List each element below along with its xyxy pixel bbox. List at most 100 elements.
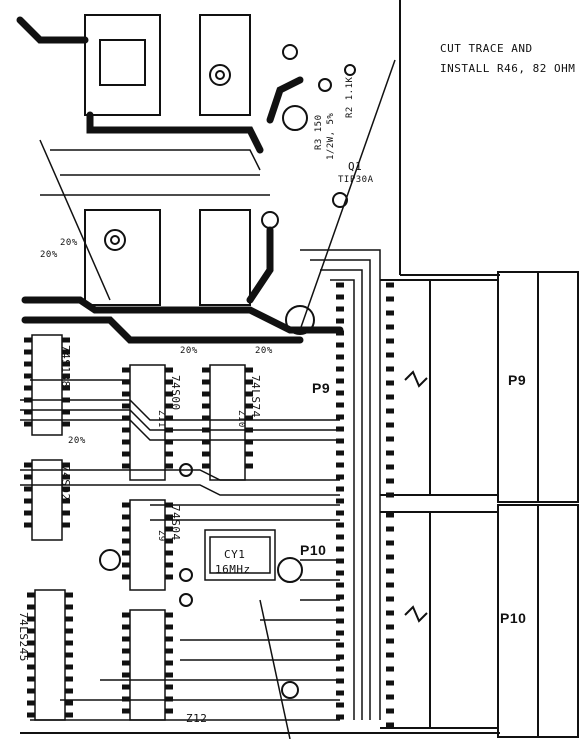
- ic-pad: [27, 640, 35, 646]
- ic-pad: [336, 546, 344, 552]
- ic-pad: [386, 338, 394, 344]
- ic-pad: [336, 306, 344, 312]
- ic-pad: [27, 628, 35, 634]
- ic-pad: [62, 385, 70, 391]
- ic-pad: [202, 415, 210, 421]
- ic-pad: [122, 379, 130, 385]
- ic-pad: [336, 450, 344, 456]
- r3-label: R3 150: [314, 114, 324, 150]
- ic-pad: [245, 367, 253, 373]
- ic-pad: [165, 451, 173, 457]
- ic-pad: [336, 402, 344, 408]
- z8-pct-label: 20%: [68, 436, 86, 446]
- ic-pad: [386, 422, 394, 428]
- ic-pad: [336, 414, 344, 420]
- ic-pad: [62, 421, 70, 427]
- z11-label: Z11: [156, 410, 166, 428]
- ic-pad: [202, 403, 210, 409]
- q1-label: Q1: [348, 160, 363, 173]
- z6-pct-label: 20%: [40, 250, 58, 260]
- ic-pad: [336, 426, 344, 432]
- ic-pad: [202, 379, 210, 385]
- ic-pad: [165, 463, 173, 469]
- ic-pad: [27, 604, 35, 610]
- ic-pad: [122, 514, 130, 520]
- ic-pad: [24, 510, 32, 516]
- ic-pad: [336, 678, 344, 684]
- ic-pad: [122, 684, 130, 690]
- ic-pad: [122, 624, 130, 630]
- ic-pad: [386, 708, 394, 714]
- ic-pad: [24, 397, 32, 403]
- ic-pad: [122, 648, 130, 654]
- ic-pad: [386, 596, 394, 602]
- ic-pad: [24, 337, 32, 343]
- ic-pad: [122, 708, 130, 714]
- ic-pad: [165, 514, 173, 520]
- ic-pad: [336, 522, 344, 528]
- ic-pad: [24, 486, 32, 492]
- ic-pad: [122, 403, 130, 409]
- ic-pad: [62, 373, 70, 379]
- ic-pad: [62, 522, 70, 528]
- ic-pad: [122, 538, 130, 544]
- ic-pad: [62, 409, 70, 415]
- ic-pad: [386, 408, 394, 414]
- ic-pad: [122, 463, 130, 469]
- connector-p9-label: P9: [508, 372, 527, 388]
- ic-pad: [336, 354, 344, 360]
- ic-pad: [165, 708, 173, 714]
- ic-pad: [386, 680, 394, 686]
- ic-pad: [202, 451, 210, 457]
- ic-pad: [165, 672, 173, 678]
- ic-pad: [336, 486, 344, 492]
- ic-pad: [386, 492, 394, 498]
- ic-pad: [122, 612, 130, 618]
- ic-pad: [24, 462, 32, 468]
- ic-pad: [165, 612, 173, 618]
- ic-pad: [336, 366, 344, 372]
- ic-pad: [122, 502, 130, 508]
- ic-pad: [65, 616, 73, 622]
- ic-pad: [122, 451, 130, 457]
- ic-pad: [165, 391, 173, 397]
- ic-pad: [165, 696, 173, 702]
- ic-pad: [386, 512, 394, 518]
- ic-pad: [245, 403, 253, 409]
- connector-p10: [380, 504, 579, 738]
- z11-pct-label: 20%: [180, 346, 198, 356]
- ic-pad: [65, 604, 73, 610]
- ic-pad: [165, 367, 173, 373]
- ic-pad: [336, 342, 344, 348]
- ic-pad: [386, 450, 394, 456]
- ic-pad: [202, 391, 210, 397]
- ic-pad: [336, 642, 344, 648]
- ic-pad: [62, 462, 70, 468]
- ic-pad: [336, 582, 344, 588]
- ic-pad: [245, 439, 253, 445]
- ic-pad: [165, 660, 173, 666]
- r3-watt-label: 1/2W, 5%: [326, 112, 336, 160]
- ic-pad: [24, 385, 32, 391]
- ic-pad: [165, 636, 173, 642]
- ic-pad: [336, 618, 344, 624]
- ic-pad: [65, 640, 73, 646]
- ic-pad: [386, 652, 394, 658]
- board-outline: [20, 0, 500, 734]
- ic-pad: [386, 638, 394, 644]
- ic-pad: [122, 439, 130, 445]
- ic-pad: [336, 438, 344, 444]
- ic-pad: [386, 666, 394, 672]
- ic-pad: [336, 378, 344, 384]
- ic-pad: [386, 582, 394, 588]
- crystal-freq: 16MHz: [215, 563, 251, 576]
- ic-pad: [24, 361, 32, 367]
- round-components: [99, 44, 356, 699]
- ic-pad: [336, 570, 344, 576]
- ic-pad: [336, 606, 344, 612]
- ic-pad: [165, 574, 173, 580]
- ic-pad: [165, 648, 173, 654]
- ic-pad: [165, 502, 173, 508]
- ic-pad: [27, 592, 35, 598]
- ic-pad: [386, 478, 394, 484]
